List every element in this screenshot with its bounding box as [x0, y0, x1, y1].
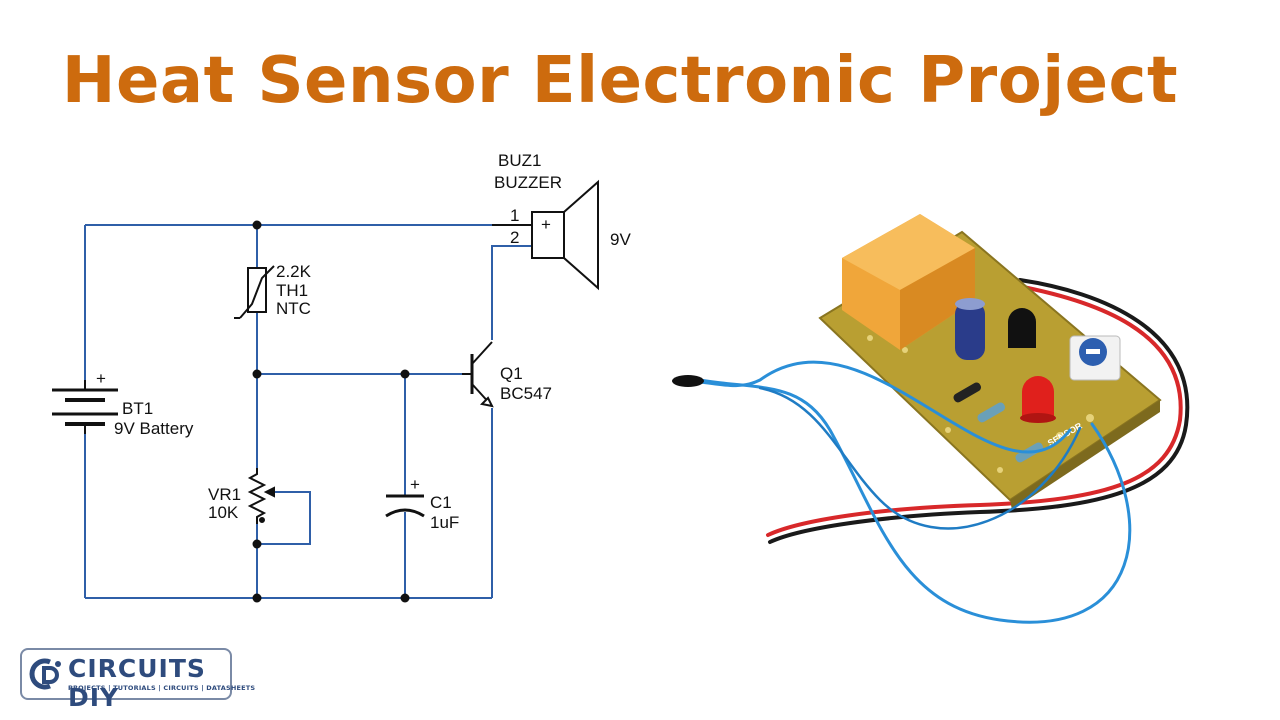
- logo-icon: [29, 658, 61, 690]
- circuit-wires: [84, 224, 532, 599]
- circuit-schematic: + BT1 9V Battery 2.2K TH1 NTC VR1 10K + …: [52, 151, 631, 603]
- potentiometer-symbol: [247, 468, 275, 524]
- thermistor-probe: [698, 360, 1132, 624]
- junction-dots: [252, 220, 410, 603]
- thermistor-value: 2.2K: [276, 262, 312, 281]
- capacitor-plus: +: [410, 475, 420, 494]
- capacitor-value: 1uF: [430, 513, 459, 532]
- brand-logo[interactable]: CIRCUITS DIY PROJECTS | TUTORIALS | CIRC…: [20, 648, 255, 712]
- transistor-ref: Q1: [500, 364, 523, 383]
- trimmer-potentiometer: [1069, 335, 1121, 381]
- battery-name: 9V Battery: [114, 419, 194, 438]
- transistor-component: [1008, 308, 1036, 348]
- battery-ref: BT1: [122, 399, 153, 418]
- buzzer-name: BUZZER: [494, 173, 562, 192]
- transistor-model: BC547: [500, 384, 552, 403]
- transistor-symbol: [462, 341, 494, 408]
- buzzer-pin2: 2: [510, 228, 519, 247]
- buzzer-voltage: 9V: [610, 230, 631, 249]
- thermistor-type: NTC: [276, 299, 311, 318]
- power-wires: [766, 278, 1190, 544]
- electrolytic-capacitor: [955, 298, 985, 360]
- battery-symbol: [52, 380, 118, 434]
- battery-plus: +: [96, 369, 106, 388]
- buzzer-plus: +: [541, 215, 551, 234]
- thermistor-ref: TH1: [276, 281, 308, 300]
- capacitor-ref: C1: [430, 493, 452, 512]
- red-led: [1020, 376, 1056, 423]
- buzzer-pin1: 1: [510, 206, 519, 225]
- pot-value: 10K: [208, 503, 239, 522]
- buzzer-symbol: [492, 179, 599, 291]
- logo-brand-text: CIRCUITS DIY: [68, 654, 206, 712]
- page-title: Heat Sensor Electronic Project: [61, 44, 1179, 118]
- relay-component: [842, 214, 975, 350]
- thermistor-bead: [672, 375, 704, 387]
- thermistor-symbol: [234, 265, 275, 319]
- pot-ref: VR1: [208, 485, 241, 504]
- capacitor-symbol: [385, 494, 425, 518]
- logo-tagline: PROJECTS | TUTORIALS | CIRCUITS | DATASH…: [68, 684, 256, 692]
- buzzer-ref: BUZ1: [498, 151, 541, 170]
